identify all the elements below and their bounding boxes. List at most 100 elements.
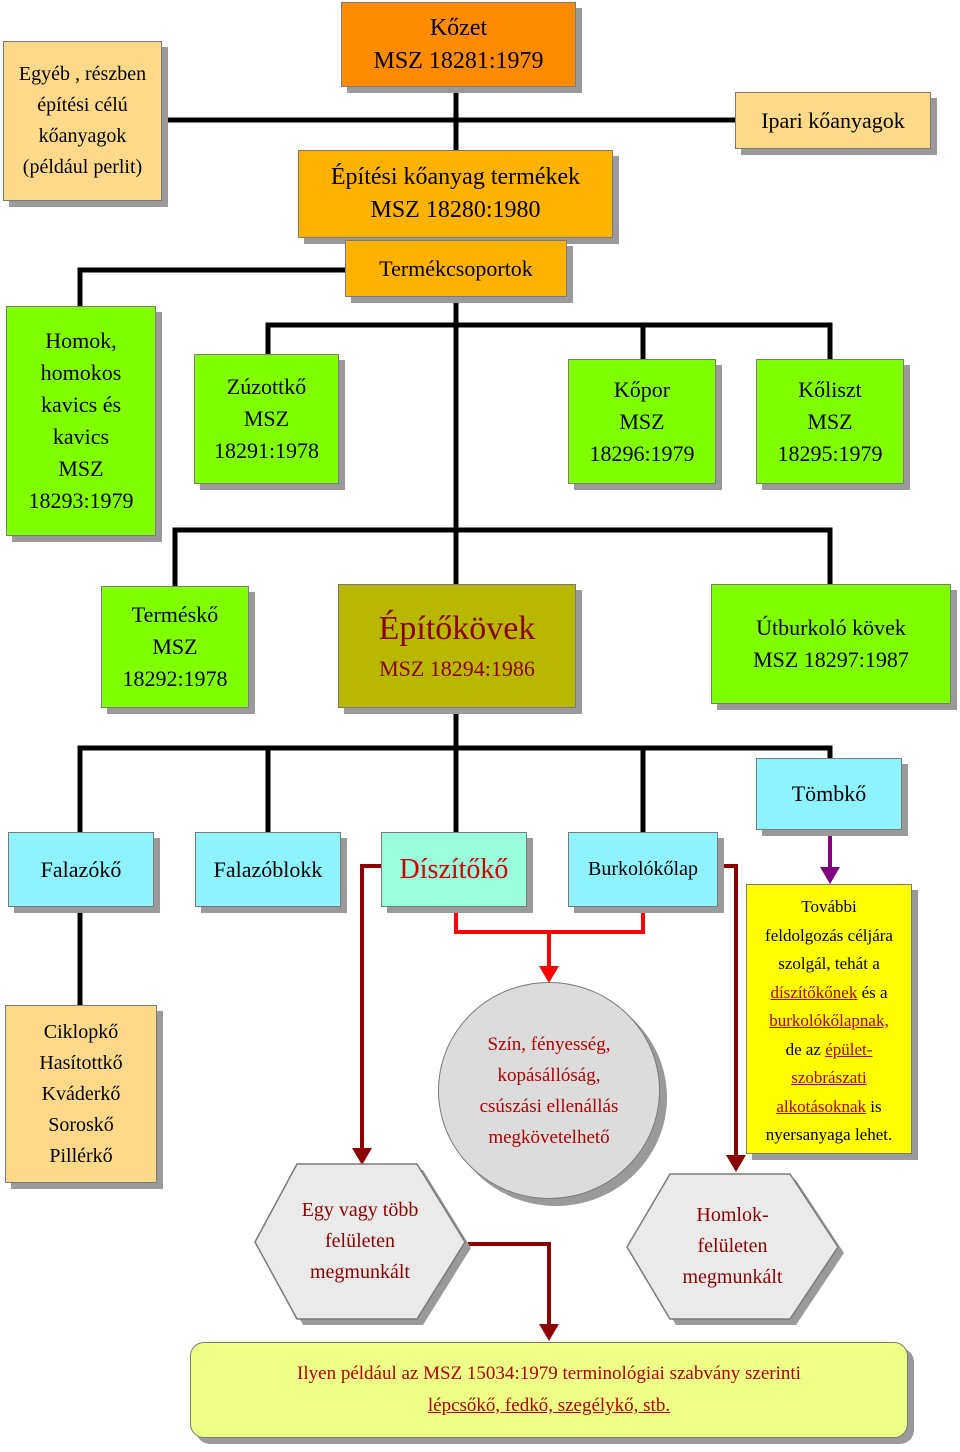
node-epitokovek: Építőkövek MSZ 18294:1986 bbox=[338, 584, 576, 708]
hex-shape bbox=[254, 1163, 471, 1325]
node-tombko: Tömbkő bbox=[756, 758, 902, 830]
hex-right-line: megmunkált bbox=[682, 1265, 783, 1288]
connector-homok bbox=[77, 267, 350, 310]
termesko-line: MSZ bbox=[152, 634, 198, 659]
hex-left-text: Egy vagy több felületen megmunkált bbox=[254, 1162, 466, 1320]
epitesi-koanyag-title: Építési kőanyag termékek bbox=[330, 164, 581, 190]
kopor-line: 18296:1979 bbox=[589, 440, 695, 466]
hex-homlok: Homlok- felületen megmunkált bbox=[626, 1172, 854, 1332]
homok-line: kavics bbox=[52, 424, 110, 449]
note-line: de az épület- bbox=[747, 1036, 911, 1065]
connector-hex-bottom bbox=[468, 1242, 551, 1326]
kopor-line: MSZ bbox=[619, 408, 665, 434]
hex-left-line: Egy vagy több bbox=[301, 1198, 419, 1221]
termesko-line: Terméskő bbox=[131, 602, 219, 627]
egyeb-line: építési célú bbox=[37, 94, 128, 116]
zuzottko-line: MSZ bbox=[243, 406, 290, 431]
node-zuzottko: Zúzottkő MSZ 18291:1978 bbox=[194, 354, 339, 484]
note-line: További bbox=[801, 897, 857, 916]
zuzottko-line: Zúzottkő bbox=[226, 374, 307, 399]
egyeb-line: kőanyagok bbox=[38, 125, 127, 147]
falazo-list-item: Kváderkő bbox=[41, 1082, 121, 1105]
node-homok: Homok, homokos kavics és kavics MSZ 1829… bbox=[6, 306, 156, 536]
hex-right-line: Homlok- bbox=[696, 1203, 769, 1226]
connector-red-join bbox=[454, 905, 645, 934]
bottom-line-2: lépcsőkő, fedkő, szegélykő, stb. bbox=[427, 1395, 671, 1416]
termesko-line: 18292:1978 bbox=[122, 666, 228, 691]
note-line: alkotásoknak is bbox=[747, 1093, 911, 1122]
utburkolo-line: MSZ 18297:1987 bbox=[753, 647, 909, 672]
connector-level2-bar bbox=[265, 322, 833, 362]
falazo-list-item: Ciklopkő bbox=[43, 1020, 119, 1043]
node-utburkolo: Útburkoló kövek MSZ 18297:1987 bbox=[711, 584, 951, 704]
note-text: de az bbox=[785, 1039, 826, 1059]
falazo-list-item: Pillérkő bbox=[49, 1144, 113, 1167]
note-link-szobraszati: szobrászati bbox=[791, 1068, 867, 1087]
diszitoko-label: Díszítőkő bbox=[399, 853, 509, 885]
epitokovek-title: Építőkövek bbox=[378, 610, 536, 647]
falazoko-label: Falazókő bbox=[40, 856, 122, 882]
note-link-alkotasoknak: alkotásoknak bbox=[776, 1096, 867, 1116]
node-burkolokolap: Burkolókőlap bbox=[568, 832, 718, 907]
node-kozet: Kőzet MSZ 18281:1979 bbox=[341, 2, 576, 87]
note-line: díszítőkőnek és a bbox=[747, 979, 911, 1008]
koliszt-line: Kőliszt bbox=[798, 376, 862, 402]
node-falazoko: Falazókő bbox=[8, 832, 154, 907]
node-termekcsoportok: Termékcsoportok bbox=[345, 240, 567, 297]
hex-shape bbox=[626, 1173, 844, 1325]
hex-right-text: Homlok- felületen megmunkált bbox=[626, 1172, 839, 1320]
node-ipari: Ipari kőanyagok bbox=[735, 92, 931, 149]
connector-level4-bar bbox=[77, 745, 833, 834]
koliszt-line: MSZ bbox=[807, 408, 853, 434]
node-kopor: Kőpor MSZ 18296:1979 bbox=[568, 359, 716, 484]
node-kozet-name: Kőzet bbox=[429, 14, 488, 41]
node-epitesi-koanyag: Építési kőanyag termékek MSZ 18280:1980 bbox=[298, 150, 613, 238]
homok-line: MSZ bbox=[58, 456, 104, 481]
falazo-list-item: Soroskő bbox=[48, 1113, 114, 1136]
node-bottom-note: Ilyen például az MSZ 15034:1979 terminol… bbox=[190, 1342, 908, 1438]
homok-line: 18293:1979 bbox=[28, 488, 134, 513]
node-termesko: Terméskő MSZ 18292:1978 bbox=[101, 586, 249, 708]
egyeb-line: Egyéb , részben bbox=[18, 63, 147, 85]
homok-line: kavics és bbox=[40, 392, 122, 417]
homok-line: homokos bbox=[40, 360, 122, 385]
koliszt-line: 18295:1979 bbox=[777, 440, 883, 466]
note-link-epulet: épület- bbox=[825, 1039, 873, 1059]
hex-left-line: megmunkált bbox=[310, 1260, 410, 1283]
note-line: feldolgozás céljára bbox=[765, 925, 893, 945]
note-text: is bbox=[866, 1096, 882, 1116]
requirements-line: Szín, fényesség, bbox=[487, 1033, 611, 1055]
epitokovek-code: MSZ 18294:1986 bbox=[379, 656, 535, 681]
arrow-red bbox=[539, 966, 559, 983]
node-egyeb: Egyéb , részben építési célú kőanyagok (… bbox=[3, 41, 162, 201]
arrow-purple bbox=[820, 867, 840, 884]
arrow-darkred-right bbox=[726, 1155, 746, 1172]
node-kozet-code: MSZ 18281:1979 bbox=[373, 47, 544, 74]
homok-line: Homok, bbox=[45, 328, 117, 353]
requirements-line: kopásállóság, bbox=[497, 1064, 601, 1086]
requirements-line: megkövetelhető bbox=[488, 1126, 610, 1148]
bottom-line-1: Ilyen például az MSZ 15034:1979 terminol… bbox=[297, 1363, 801, 1384]
hex-egy-vagy-tobb: Egy vagy több felületen megmunkált bbox=[254, 1162, 479, 1332]
note-line: nyersanyaga lehet. bbox=[765, 1125, 893, 1144]
connector-burkolo-right bbox=[722, 864, 738, 1157]
tombko-label: Tömbkő bbox=[791, 781, 867, 806]
requirements-line: csúszási ellenállás bbox=[479, 1095, 619, 1117]
node-diszitoko: Díszítőkő bbox=[381, 832, 527, 907]
connector-diszito-left bbox=[360, 864, 382, 1150]
arrow-darkred-bottom bbox=[539, 1324, 559, 1341]
utburkolo-line: Útburkoló kövek bbox=[756, 615, 906, 640]
burkolokolap-label: Burkolókőlap bbox=[588, 858, 698, 880]
connector-level3-bar bbox=[172, 527, 833, 590]
requirements-circle: Szín, fényesség, kopásállóság, csúszási … bbox=[438, 982, 660, 1199]
node-koliszt: Kőliszt MSZ 18295:1979 bbox=[756, 359, 904, 484]
node-falazoblokk: Falazóblokk bbox=[195, 832, 341, 907]
note-link-burkolokolapnak: burkolókőlapnak, bbox=[769, 1011, 889, 1030]
egyeb-line: (például perlit) bbox=[22, 156, 143, 178]
falazo-list-item: Hasítottkő bbox=[39, 1051, 123, 1074]
arrow-darkred-left bbox=[352, 1148, 372, 1165]
falazoblokk-label: Falazóblokk bbox=[213, 856, 323, 882]
zuzottko-line: 18291:1978 bbox=[213, 438, 320, 463]
hex-right-line: felületen bbox=[697, 1234, 768, 1257]
